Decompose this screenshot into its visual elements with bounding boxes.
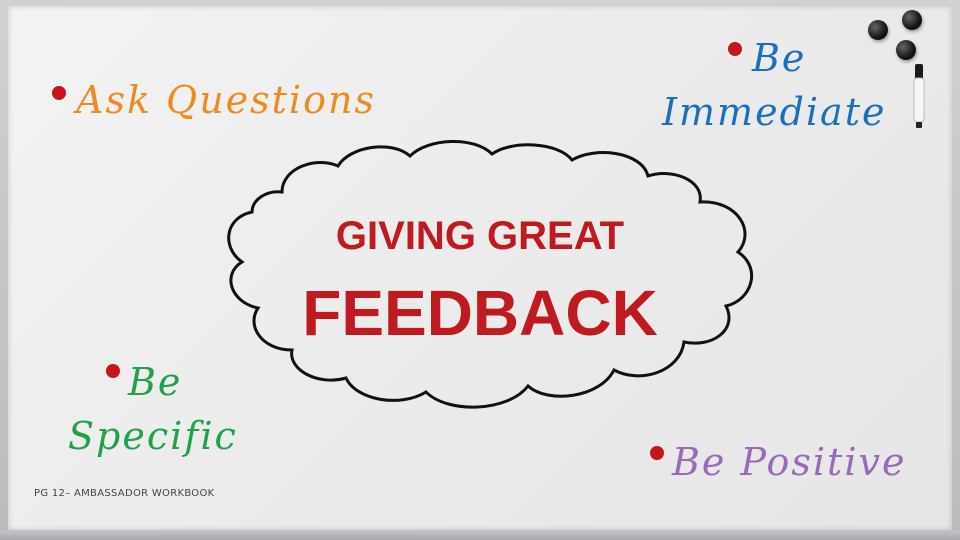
note-be-specific-line1: Be (128, 360, 183, 404)
whiteboard-magnet-icon (868, 20, 888, 40)
bullet-be-immediate (728, 42, 742, 56)
bullet-be-positive (650, 446, 664, 460)
note-be-immediate-line1: Be (752, 36, 807, 80)
dry-erase-marker-icon (913, 64, 925, 128)
whiteboard-magnet-icon (902, 10, 922, 30)
bullet-be-specific (106, 364, 120, 378)
whiteboard-magnet-icon (896, 40, 916, 60)
bullet-ask-questions (52, 86, 66, 100)
slide-title-line2: FEEDBACK (302, 277, 658, 349)
marker-tray (0, 530, 960, 540)
note-be-immediate-line2: Immediate (662, 90, 887, 134)
note-be-specific-line2: Specific (68, 414, 238, 458)
note-ask-questions: Ask Questions (76, 78, 376, 122)
note-be-positive: Be Positive (672, 440, 907, 484)
slide-title-line1: GIVING GREAT (335, 214, 625, 258)
footer-page-label: PG 12– AMBASSADOR WORKBOOK (34, 488, 215, 499)
whiteboard-surface (8, 6, 952, 530)
